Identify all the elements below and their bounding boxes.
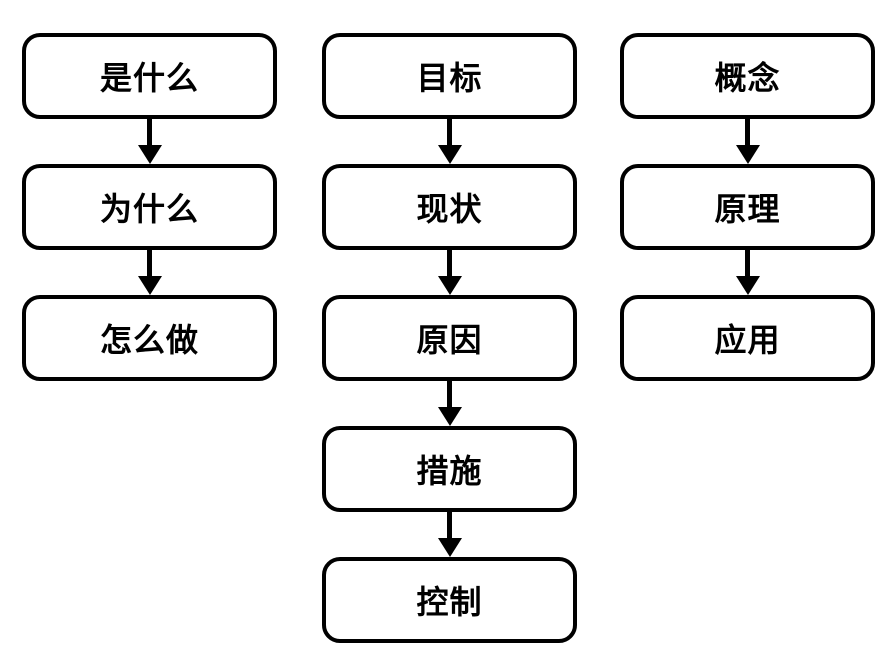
arrow-head	[735, 145, 760, 164]
flow-node: 为什么	[22, 164, 277, 250]
flow-node: 控制	[322, 557, 577, 643]
flow-node: 目标	[322, 33, 577, 119]
down-arrow-icon	[437, 119, 462, 164]
flow-node: 应用	[620, 295, 875, 381]
flow-node: 现状	[322, 164, 577, 250]
arrow-stem	[447, 512, 452, 538]
node-label: 原因	[416, 322, 483, 358]
arrow-head	[437, 145, 462, 164]
flow-column-1: 是什么 为什么 怎么做	[22, 33, 277, 381]
node-label: 怎么做	[99, 322, 199, 358]
arrow-stem	[447, 250, 452, 276]
flow-node: 原因	[322, 295, 577, 381]
flow-node: 怎么做	[22, 295, 277, 381]
down-arrow-icon	[437, 381, 462, 426]
node-label: 控制	[416, 584, 483, 620]
flow-column-3: 概念 原理 应用	[620, 33, 875, 381]
arrow-stem	[745, 250, 750, 276]
arrow-stem	[447, 381, 452, 407]
arrow-stem	[147, 250, 152, 276]
down-arrow-icon	[735, 250, 760, 295]
down-arrow-icon	[437, 512, 462, 557]
node-label: 现状	[416, 191, 483, 227]
flow-column-2: 目标 现状 原因 措施 控制	[322, 33, 577, 643]
node-label: 目标	[416, 60, 483, 96]
arrow-stem	[745, 119, 750, 145]
node-label: 原理	[714, 191, 781, 227]
node-label: 应用	[714, 322, 781, 358]
flow-node: 概念	[620, 33, 875, 119]
flow-node: 是什么	[22, 33, 277, 119]
down-arrow-icon	[137, 250, 162, 295]
node-label: 措施	[416, 453, 483, 489]
flow-node: 原理	[620, 164, 875, 250]
arrow-stem	[147, 119, 152, 145]
down-arrow-icon	[735, 119, 760, 164]
node-label: 概念	[714, 60, 781, 96]
down-arrow-icon	[137, 119, 162, 164]
node-label: 为什么	[99, 191, 199, 227]
arrow-head	[437, 276, 462, 295]
node-label: 是什么	[99, 60, 199, 96]
arrow-head	[735, 276, 760, 295]
arrow-stem	[447, 119, 452, 145]
flow-node: 措施	[322, 426, 577, 512]
arrow-head	[137, 145, 162, 164]
arrow-head	[437, 538, 462, 557]
down-arrow-icon	[437, 250, 462, 295]
arrow-head	[137, 276, 162, 295]
arrow-head	[437, 407, 462, 426]
